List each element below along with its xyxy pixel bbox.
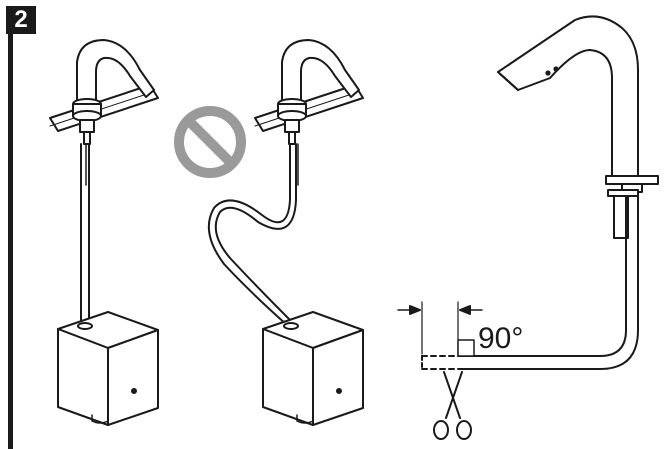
- step-side-rule: [8, 34, 13, 449]
- no-symbol-icon: [174, 106, 246, 178]
- cut-angle-label: 90°: [478, 322, 524, 355]
- step-number-badge: 2: [6, 6, 36, 34]
- faucet-looped-hose-illustration: [207, 39, 364, 426]
- faucet-hose-cut-illustration: [397, 15, 659, 370]
- scissors-icon: [433, 371, 472, 440]
- faucet-straight-hose-illustration: [49, 39, 159, 426]
